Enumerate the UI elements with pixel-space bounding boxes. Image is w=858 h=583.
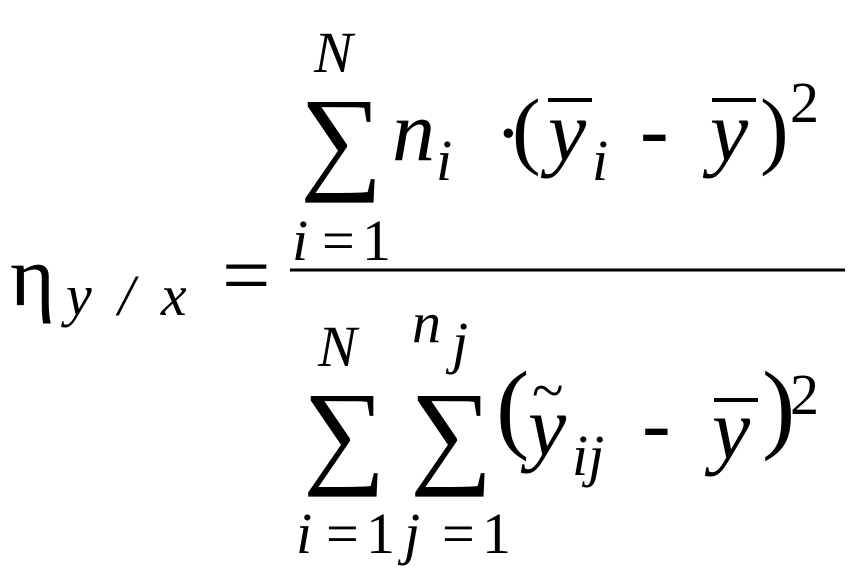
den-sum1-lower-var: i (296, 501, 312, 566)
den-sum2-lower-var: j (397, 501, 420, 566)
eta-subscript: y / x (61, 263, 193, 328)
den-sum2-symbol: ∑ (410, 370, 493, 498)
den-sum2-lower-val: 1 (482, 501, 511, 566)
den-sum2-upper-sub: j (445, 310, 468, 375)
den-ytilde-sub: ij (572, 423, 604, 488)
den-ytilde: y (520, 378, 567, 474)
num-n-var: n (392, 83, 435, 179)
den-tilde: ~ (532, 358, 563, 423)
den-close-paren: ) (762, 351, 795, 462)
num-sum-lower-eq: = (322, 208, 355, 273)
num-ybar: y (702, 83, 749, 179)
den-sum1-lower-eq: = (326, 501, 359, 566)
den-power: 2 (790, 362, 819, 427)
den-sum1-upper: N (317, 314, 360, 379)
den-sum2-upper-var: n (412, 290, 441, 355)
num-ybar-i: y (540, 83, 587, 179)
num-dot: · (495, 90, 522, 178)
den-sum2-lower-eq: = (442, 501, 475, 566)
eta-symbol: η (10, 228, 55, 324)
num-close-paren: ) (760, 81, 789, 177)
num-open-paren: ( (512, 81, 541, 177)
den-ybar: y (704, 381, 751, 477)
equals-sign: = (222, 227, 271, 323)
num-sum-lower-var: i (292, 208, 308, 273)
den-sum1-symbol: ∑ (303, 370, 386, 498)
den-minus: - (642, 375, 671, 471)
den-sum1-lower-val: 1 (366, 501, 395, 566)
den-open-paren: ( (496, 351, 529, 462)
num-sum-symbol: ∑ (300, 76, 383, 204)
num-minus: - (640, 81, 669, 177)
num-power: 2 (790, 70, 819, 135)
num-n-sub: i (436, 128, 452, 193)
num-sum-upper: N (313, 20, 356, 85)
num-ybar-i-sub: i (592, 128, 608, 193)
num-sum-lower-val: 1 (362, 208, 391, 273)
